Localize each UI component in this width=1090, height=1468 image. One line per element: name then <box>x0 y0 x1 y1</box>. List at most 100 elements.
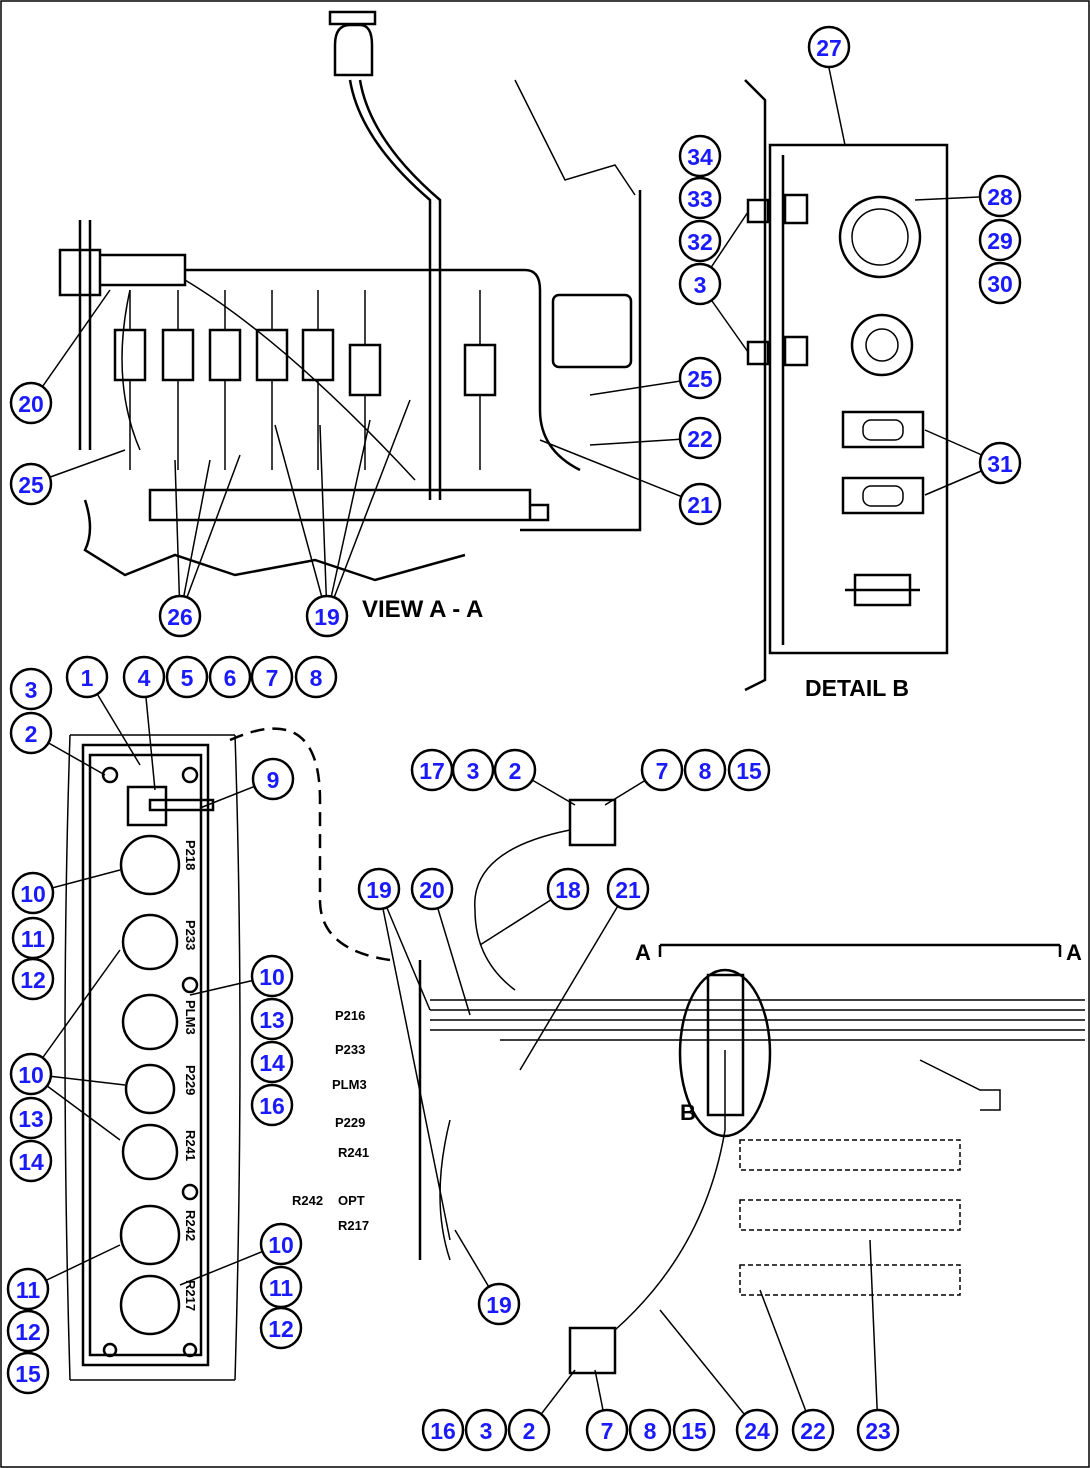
callout-5: 5 <box>165 655 209 699</box>
leader-line <box>539 439 701 505</box>
callout-10: 10 <box>250 954 294 998</box>
callout-circle <box>678 219 722 263</box>
callout-4: 4 <box>122 655 166 699</box>
callout-number: 8 <box>699 758 712 784</box>
callout-number: 17 <box>419 758 445 784</box>
callout-number: 8 <box>644 1418 657 1444</box>
callout-15: 15 <box>727 748 771 792</box>
callout-circle <box>6 1351 50 1395</box>
callout-circle <box>9 667 53 711</box>
callout-circle <box>678 356 722 400</box>
callout-circle <box>410 867 454 911</box>
callout-circle <box>678 176 722 220</box>
callout-circle <box>421 1408 465 1452</box>
callout-15: 15 <box>6 1351 50 1395</box>
callout-number: 25 <box>18 472 44 498</box>
callout-8: 8 <box>683 748 727 792</box>
callout-10: 10 <box>259 1222 303 1266</box>
callout-circle <box>978 441 1022 485</box>
callout-number: 16 <box>259 1093 285 1119</box>
callout-circle <box>11 871 55 915</box>
leader-line <box>378 888 431 1011</box>
callout-16: 16 <box>250 1083 294 1127</box>
callout-number: 29 <box>987 228 1013 254</box>
callout-circle <box>978 218 1022 262</box>
callout-circle <box>9 1139 53 1183</box>
callout-12: 12 <box>6 1309 50 1353</box>
leader-line <box>30 289 111 404</box>
callout-circle <box>259 1222 303 1266</box>
callout-number: 22 <box>687 426 713 452</box>
callout-circle <box>493 748 537 792</box>
callout-circle <box>546 867 590 911</box>
callout-number: 3 <box>25 677 38 703</box>
callout-21: 21 <box>606 867 650 911</box>
callout-15: 15 <box>672 1408 716 1452</box>
leader-line <box>179 454 241 617</box>
callout-32: 32 <box>678 219 722 263</box>
callout-number: 25 <box>687 366 713 392</box>
callout-9: 9 <box>251 757 295 801</box>
callout-number: 7 <box>601 1418 614 1444</box>
callout-circle <box>6 1309 50 1353</box>
callout-circle <box>672 1408 716 1452</box>
callout-7: 7 <box>640 748 684 792</box>
callout-circle <box>9 1052 53 1096</box>
callout-16: 16 <box>421 1408 465 1452</box>
callout-circle <box>791 1408 835 1452</box>
callout-2: 2 <box>493 748 537 792</box>
callout-19: 19 <box>357 867 401 911</box>
callout-circle <box>451 748 495 792</box>
callout-number: 2 <box>25 721 38 747</box>
leader-line <box>30 949 121 1075</box>
callout-26: 26 <box>158 594 202 638</box>
callout-circle <box>477 1282 521 1326</box>
callout-number: 24 <box>744 1418 770 1444</box>
callout-number: 11 <box>21 926 46 952</box>
callout-number: 12 <box>15 1319 41 1345</box>
callout-number: 3 <box>467 758 480 784</box>
callout-circle <box>735 1408 779 1452</box>
callout-number: 13 <box>259 1007 285 1033</box>
callout-circle <box>11 957 55 1001</box>
callout-25: 25 <box>678 356 722 400</box>
callout-circle <box>464 1408 508 1452</box>
callout-circle <box>250 954 294 998</box>
callout-circle <box>585 1408 629 1452</box>
callout-number: 10 <box>268 1232 294 1258</box>
callout-8: 8 <box>294 655 338 699</box>
leader-line <box>869 1239 879 1431</box>
callout-circle <box>65 655 109 699</box>
callout-number: 11 <box>269 1275 294 1301</box>
connector-label: R217 <box>338 1218 370 1233</box>
panel-connector-label: PLM3 <box>183 1000 198 1035</box>
panel-connector-label: P229 <box>183 1065 198 1096</box>
callout-circle <box>305 594 349 638</box>
callout-number: 34 <box>687 144 713 170</box>
callout-11: 11 <box>259 1265 303 1309</box>
callout-2: 2 <box>9 711 53 755</box>
panel-connector-label: R241 <box>183 1130 198 1162</box>
callout-number: 14 <box>18 1149 44 1175</box>
callout-number: 19 <box>314 604 340 630</box>
callout-13: 13 <box>250 997 294 1041</box>
callout-circle <box>9 381 53 425</box>
panel-connector-label: P233 <box>183 920 198 951</box>
callout-33: 33 <box>678 176 722 220</box>
callout-11: 11 <box>11 916 55 960</box>
callout-number: 8 <box>310 665 323 691</box>
connector-label: P229 <box>335 1115 366 1130</box>
leader-line <box>326 399 411 617</box>
callout-number: 31 <box>987 451 1013 477</box>
callout-number: 4 <box>138 665 151 691</box>
callout-13: 13 <box>9 1096 53 1140</box>
callout-number: 2 <box>523 1418 536 1444</box>
callout-7: 7 <box>585 1408 629 1452</box>
callout-number: 3 <box>480 1418 493 1444</box>
callout-circle <box>122 655 166 699</box>
callout-circle <box>978 174 1022 218</box>
callout-circle <box>158 594 202 638</box>
callout-circle <box>357 867 401 911</box>
callout-8: 8 <box>628 1408 672 1452</box>
